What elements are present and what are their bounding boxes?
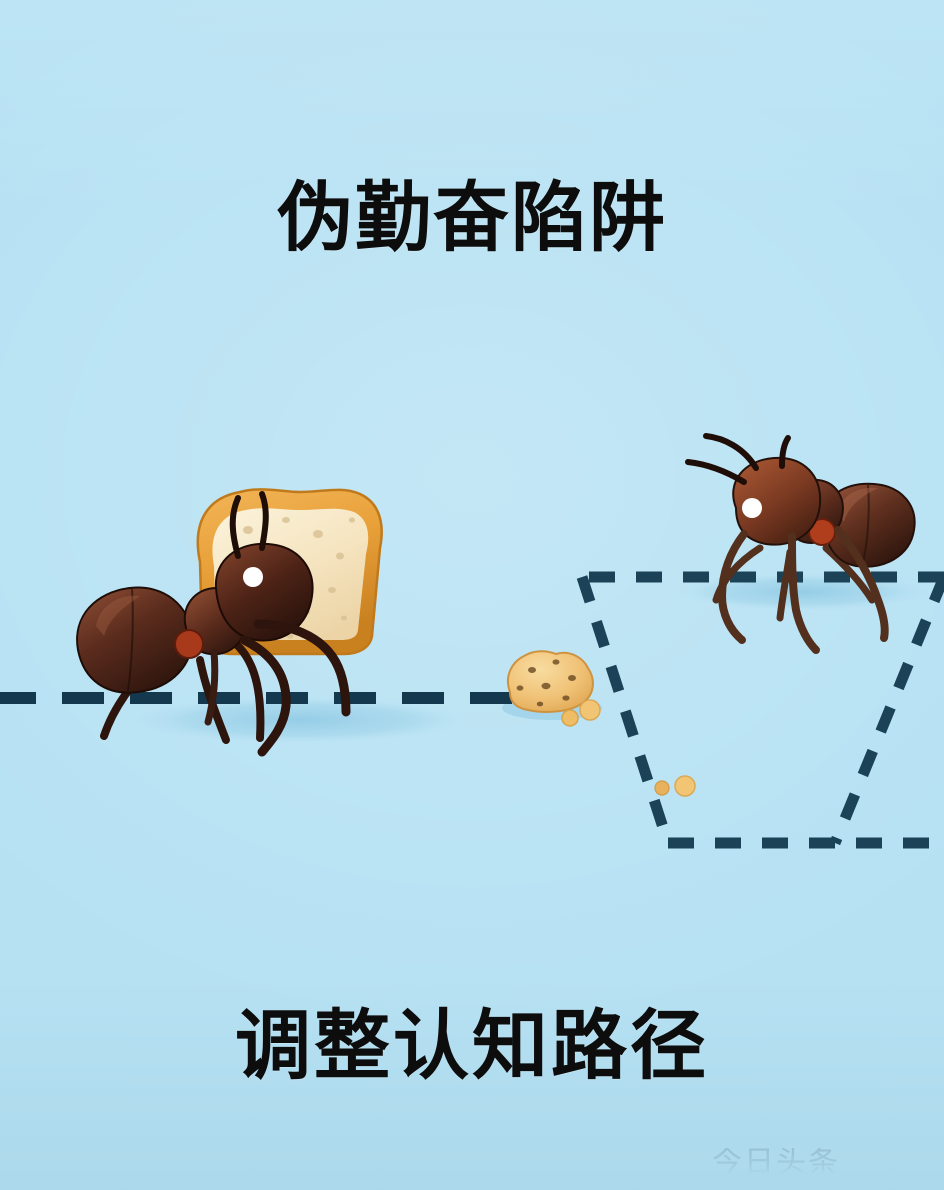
ant-right-head (732, 456, 822, 546)
ant-left-group (76, 488, 383, 757)
ant-right-eye (742, 498, 762, 518)
page-title: 伪勤奋陷阱 (277, 176, 667, 261)
ant-left-abdomen-segment-line (127, 588, 134, 692)
cookie-pile (506, 650, 594, 713)
cookie-group (506, 650, 696, 797)
crumb-3 (654, 780, 670, 796)
detour-path (576, 571, 944, 849)
ant-right-abdomen-segment-line (861, 484, 870, 567)
ant-left-head (214, 542, 314, 642)
detour-path-diagonal-right (829, 574, 944, 846)
cookie-crumbs (561, 699, 696, 797)
ant-right-antennae (685, 433, 791, 485)
ant-right-group (685, 433, 916, 654)
ant-left-petiole-joint (174, 629, 204, 659)
ant-right-abdomen-highlight (838, 487, 878, 522)
ant-left-legs-front (239, 619, 351, 757)
ant-left-antennae (229, 491, 269, 559)
ant-left-eye (243, 567, 263, 587)
ant-left-abdomen-highlight (96, 595, 140, 636)
page-footer-text: 调整认知路径 (235, 1004, 709, 1089)
cookie-chips (516, 659, 576, 707)
ant-right-legs-front (717, 526, 889, 654)
crumb-1 (579, 699, 601, 721)
crumb-4 (674, 775, 696, 797)
crumb-2 (561, 709, 579, 727)
ant-left-legs-front-thin (204, 648, 219, 726)
